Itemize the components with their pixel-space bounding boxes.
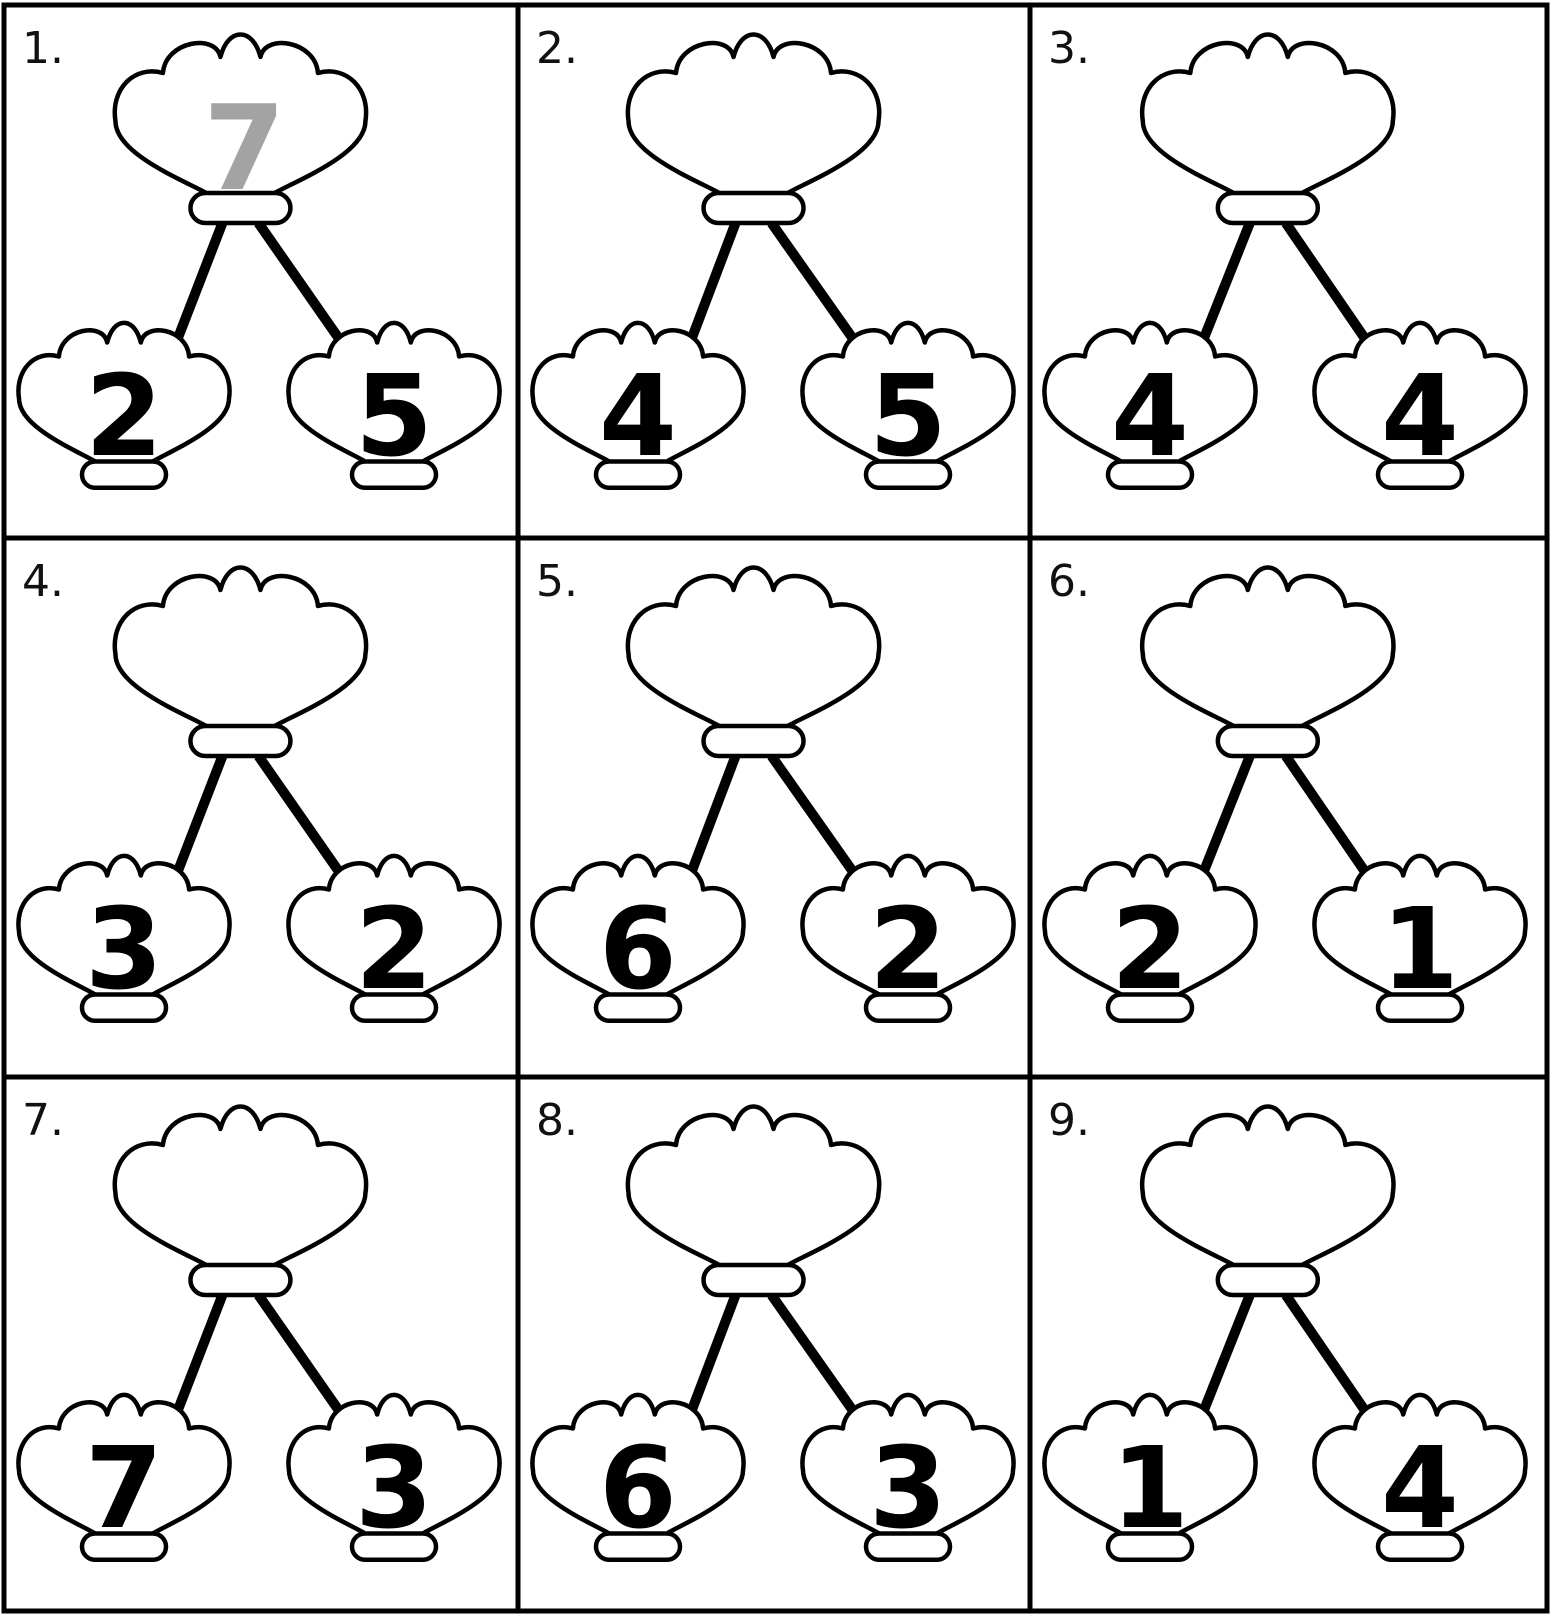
- part-right-number: 5: [355, 352, 433, 482]
- problem-number: 7.: [22, 1095, 64, 1146]
- problem-number: 6.: [1048, 556, 1090, 607]
- part-shell-right: 3: [802, 1395, 1013, 1560]
- left-connector-line: [176, 756, 222, 876]
- part-shell-right: 3: [288, 1395, 499, 1560]
- problem-number: 8.: [536, 1095, 578, 1146]
- whole-shell: [1142, 568, 1393, 757]
- part-right-number: 4: [1381, 352, 1459, 482]
- part-right-number: 3: [355, 1424, 433, 1554]
- right-connector-line: [258, 1295, 342, 1415]
- part-right-number: 2: [869, 885, 947, 1015]
- whole-answer-blank[interactable]: [684, 77, 824, 187]
- part-shell-right: 5: [288, 323, 499, 488]
- part-left-number: 4: [599, 352, 677, 482]
- part-shell-left: 6: [532, 856, 743, 1021]
- right-connector-line: [772, 1295, 856, 1415]
- left-connector-line: [690, 223, 736, 343]
- part-left-number: 7: [85, 1424, 163, 1554]
- part-left-number: 3: [85, 885, 163, 1015]
- whole-shell: [1142, 1107, 1393, 1296]
- whole-shell: [1142, 35, 1393, 224]
- right-connector-line: [772, 223, 856, 343]
- part-shell-right: 2: [288, 856, 499, 1021]
- left-connector-line: [176, 223, 222, 343]
- problem-number: 4.: [22, 556, 64, 607]
- part-shell-right: 4: [1314, 1395, 1525, 1560]
- whole-answer-blank[interactable]: [170, 1149, 310, 1259]
- part-right-number: 2: [355, 885, 433, 1015]
- problem-number: 5.: [536, 556, 578, 607]
- left-connector-line: [1202, 1295, 1250, 1415]
- part-right-number: 3: [869, 1424, 947, 1554]
- part-shell-right: 1: [1314, 856, 1525, 1021]
- part-shell-left: 7: [18, 1395, 229, 1560]
- part-left-number: 6: [599, 1424, 677, 1554]
- part-left-number: 2: [1111, 885, 1189, 1015]
- whole-answer-blank[interactable]: [170, 610, 310, 720]
- part-left-number: 1: [1111, 1424, 1189, 1554]
- part-shell-right: 4: [1314, 323, 1525, 488]
- part-right-number: 5: [869, 352, 947, 482]
- right-connector-line: [1286, 756, 1368, 876]
- part-shell-left: 2: [18, 323, 229, 488]
- left-connector-line: [690, 756, 736, 876]
- right-connector-line: [772, 756, 856, 876]
- part-left-number: 2: [85, 352, 163, 482]
- part-shell-left: 1: [1044, 1395, 1255, 1560]
- whole-shell: [628, 35, 879, 224]
- problem-number: 3.: [1048, 23, 1090, 74]
- whole-shell: [628, 568, 879, 757]
- whole-answer-blank[interactable]: [684, 610, 824, 720]
- part-shell-left: 4: [1044, 323, 1255, 488]
- right-connector-line: [258, 223, 342, 343]
- part-shell-right: 5: [802, 323, 1013, 488]
- whole-answer-blank[interactable]: [1198, 1149, 1338, 1259]
- problem-number: 2.: [536, 23, 578, 74]
- part-shell-right: 2: [802, 856, 1013, 1021]
- part-left-number: 6: [599, 885, 677, 1015]
- whole-shell: 7: [115, 35, 366, 224]
- whole-shell: [628, 1107, 879, 1296]
- whole-answer-blank[interactable]: [1198, 77, 1338, 187]
- left-connector-line: [690, 1295, 736, 1415]
- left-connector-line: [1202, 223, 1250, 343]
- whole-answer: 7: [203, 79, 285, 217]
- right-connector-line: [1286, 1295, 1368, 1415]
- right-connector-line: [1286, 223, 1368, 343]
- problem-number: 9.: [1048, 1095, 1090, 1146]
- part-right-number: 1: [1381, 885, 1459, 1015]
- whole-answer-blank[interactable]: [1198, 610, 1338, 720]
- whole-shell: [115, 568, 366, 757]
- part-right-number: 4: [1381, 1424, 1459, 1554]
- problem-number: 1.: [22, 23, 64, 74]
- part-shell-left: 3: [18, 856, 229, 1021]
- part-left-number: 4: [1111, 352, 1189, 482]
- left-connector-line: [1202, 756, 1250, 876]
- part-shell-left: 4: [532, 323, 743, 488]
- whole-shell: [115, 1107, 366, 1296]
- problem-1: 1. 7 2 5: [4, 5, 518, 538]
- right-connector-line: [258, 756, 342, 876]
- left-connector-line: [176, 1295, 222, 1415]
- part-shell-left: 6: [532, 1395, 743, 1560]
- whole-answer-blank[interactable]: [684, 1149, 824, 1259]
- part-shell-left: 2: [1044, 856, 1255, 1021]
